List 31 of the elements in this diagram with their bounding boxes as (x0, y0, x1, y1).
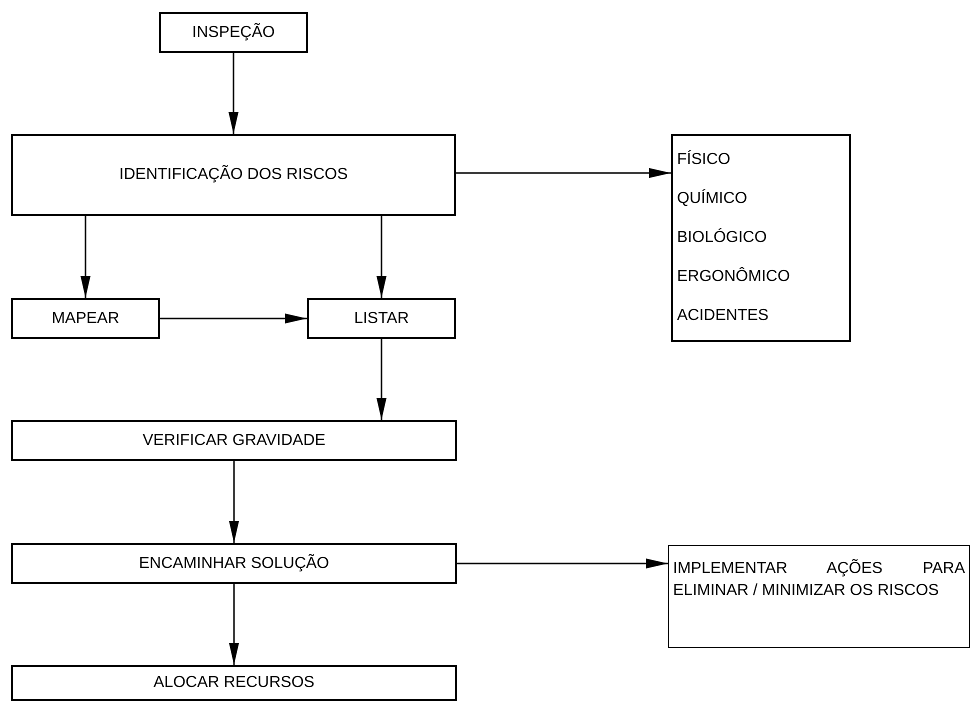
risk-type: ERGONÔMICO (677, 267, 791, 288)
risk-type: BIOLÓGICO (677, 228, 768, 248)
process-box (159, 12, 308, 53)
action-box (668, 545, 970, 648)
process-box (11, 665, 457, 701)
arrow (80, 216, 90, 298)
process-label: IDENTIFICAÇÃO DOS RISCOS (119, 164, 348, 185)
process-box (11, 134, 456, 216)
process-box (11, 298, 160, 339)
process-label: VERIFICAR GRAVIDADE (142, 430, 326, 450)
risk-type: QUÍMICO (677, 188, 748, 209)
risk-list-box (671, 134, 851, 342)
arrow (229, 461, 239, 543)
arrow (456, 168, 671, 178)
process-label: MAPEAR (52, 308, 120, 328)
arrow (160, 314, 307, 324)
process-label: INSPEÇÃO (192, 22, 275, 42)
process-box (11, 543, 457, 584)
risk-type: ACIDENTES (677, 306, 770, 326)
process-label: LISTAR (354, 308, 409, 328)
arrow (229, 584, 239, 665)
risk-type: FÍSICO (677, 150, 732, 170)
arrow (376, 339, 386, 420)
arrow (457, 558, 668, 568)
arrow (376, 216, 386, 298)
process-label: ENCAMINHAR SOLUÇÃO (138, 553, 330, 574)
process-label: ALOCAR RECURSOS (154, 673, 314, 693)
process-box (11, 420, 457, 461)
arrow (228, 53, 238, 134)
process-box (307, 298, 456, 339)
action-text: IMPLEMENTAR AÇÕES PARA ELIMINAR / MINIMIZAR OS RISCOS (673, 558, 965, 601)
